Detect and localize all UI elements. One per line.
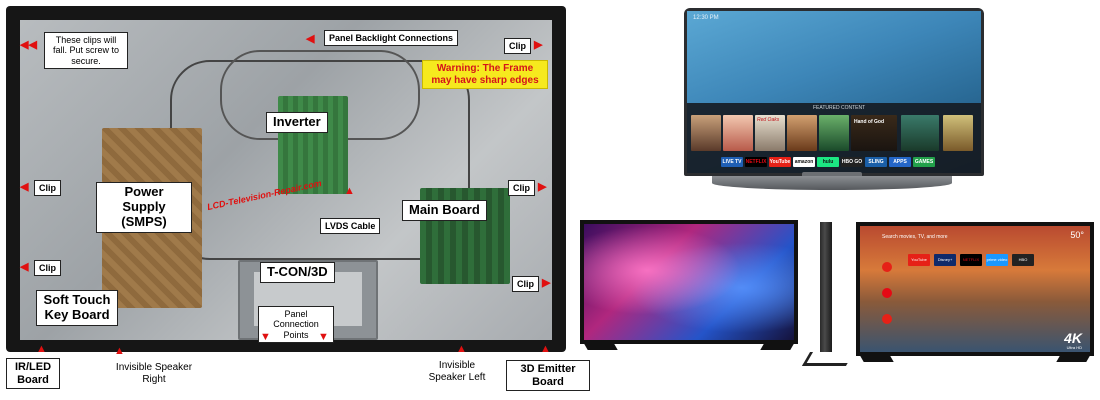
weather-temp: 50°: [1070, 230, 1084, 240]
app-netflix: NETFLIX: [960, 254, 982, 266]
arrow-icon: ◀: [20, 181, 29, 193]
app-youtube: YouTube: [908, 254, 930, 266]
app-games: GAMES: [913, 157, 935, 167]
arrow-icon: ▲: [456, 343, 467, 355]
youtube-icon: [882, 262, 892, 272]
app-prime-video: prime video: [986, 254, 1008, 266]
arrow-icon: ▲: [344, 185, 355, 197]
arrow-icon: ▼: [318, 331, 329, 343]
label-panel-points: Panel Connection Points: [258, 306, 334, 344]
label-clip-bottom-left: Clip: [34, 260, 61, 277]
featured-caption: FEATURED CONTENT: [813, 105, 866, 111]
arrow-icon: ◀◀: [20, 39, 37, 51]
arrow-icon: ▶: [538, 181, 547, 193]
app-apps: APPS: [889, 157, 911, 167]
label-clip-right: Clip: [508, 180, 535, 197]
tv-side-profile: [820, 222, 832, 352]
arrow-icon: ▶: [534, 39, 543, 51]
badge-4k: 4K: [1064, 330, 1082, 346]
arrow-icon: ▶: [542, 277, 551, 289]
curved-tv-stand: [712, 176, 952, 190]
clock-text: 12:30 PM: [693, 15, 719, 21]
label-speaker-left: Invisible Speaker Left: [428, 360, 486, 383]
app-amazon: amazon: [793, 157, 815, 167]
search-hint: Search movies, TV, and more: [882, 234, 948, 240]
android-tv: Search movies, TV, and more 50° YouTube …: [856, 222, 1094, 356]
badge-ultra-hd: Ultra HD: [1066, 345, 1082, 350]
tv-side-foot: [801, 352, 855, 366]
flat-tv-leg: [584, 344, 618, 350]
app-live-tv: LIVE TV: [721, 157, 743, 167]
content-thumbnail: [787, 115, 817, 151]
label-inverter: Inverter: [266, 112, 328, 133]
app-disney: Disney+: [934, 254, 956, 266]
content-thumbnail: [901, 115, 939, 151]
android-tv-leg: [1056, 356, 1090, 362]
netflix-icon: [882, 288, 892, 298]
arrow-icon: ▲: [540, 343, 551, 355]
label-main-board: Main Board: [402, 200, 487, 221]
label-3d-emitter: 3D Emitter Board: [506, 360, 590, 392]
youtube-icon: [882, 314, 892, 324]
label-speaker-right: Invisible Speaker Right: [115, 362, 193, 385]
thumbnail-title: Red Oaks: [757, 117, 780, 123]
arrow-icon: ◀: [306, 33, 315, 45]
label-lvds: LVDS Cable: [320, 218, 381, 235]
label-clips-fall: These clips will fall. Put screw to secu…: [44, 32, 128, 70]
label-panel-backlight: Panel Backlight Connections: [324, 30, 459, 47]
arrow-icon: ◀: [20, 261, 29, 273]
label-power-supply: Power Supply (SMPS): [96, 182, 192, 233]
arrow-icon: ▼: [260, 331, 271, 343]
tv-back-panel-photo: These clips will fall. Put screw to secu…: [6, 6, 566, 352]
label-clip-bottom-right: Clip: [512, 276, 539, 293]
label-clip-top-right: Clip: [504, 38, 531, 55]
app-hbo-go: HBO GO: [841, 157, 863, 167]
app-sling: SLING: [865, 157, 887, 167]
label-clip-left: Clip: [34, 180, 61, 197]
label-ir-led: IR/LED Board: [6, 358, 60, 390]
arrow-icon: ▲: [36, 343, 47, 355]
app-hbo: HBO: [1012, 254, 1034, 266]
flat-tv-screen: [584, 224, 794, 340]
android-tv-leg: [860, 356, 894, 362]
app-netflix: NETFLIX: [745, 157, 767, 167]
content-thumbnail: [819, 115, 849, 151]
flat-tv: [580, 220, 798, 344]
smart-hub-strip: FEATURED CONTENT Red Oaks Hand of God LI…: [687, 103, 981, 173]
android-tv-screen: Search movies, TV, and more 50° YouTube …: [860, 226, 1090, 352]
label-tcon: T-CON/3D: [260, 262, 335, 283]
content-thumbnail: [943, 115, 973, 151]
arrow-icon: ▲: [114, 345, 125, 357]
content-thumbnail: [691, 115, 721, 151]
thumbnail-title: Hand of God: [854, 119, 884, 125]
curved-tv-screen: 12:30 PM FEATURED CONTENT Red Oaks Hand …: [687, 11, 981, 173]
flat-tv-leg: [760, 344, 794, 350]
app-hulu: hulu: [817, 157, 839, 167]
content-thumbnail: [723, 115, 753, 151]
content-thumbnail: Hand of God: [851, 115, 897, 151]
app-youtube: YouTube: [769, 157, 791, 167]
warning-label: Warning: The Frame may have sharp edges: [422, 60, 548, 89]
label-soft-touch: Soft Touch Key Board: [36, 290, 118, 326]
curved-smart-tv: 12:30 PM FEATURED CONTENT Red Oaks Hand …: [684, 8, 984, 176]
content-thumbnail: Red Oaks: [755, 115, 785, 151]
